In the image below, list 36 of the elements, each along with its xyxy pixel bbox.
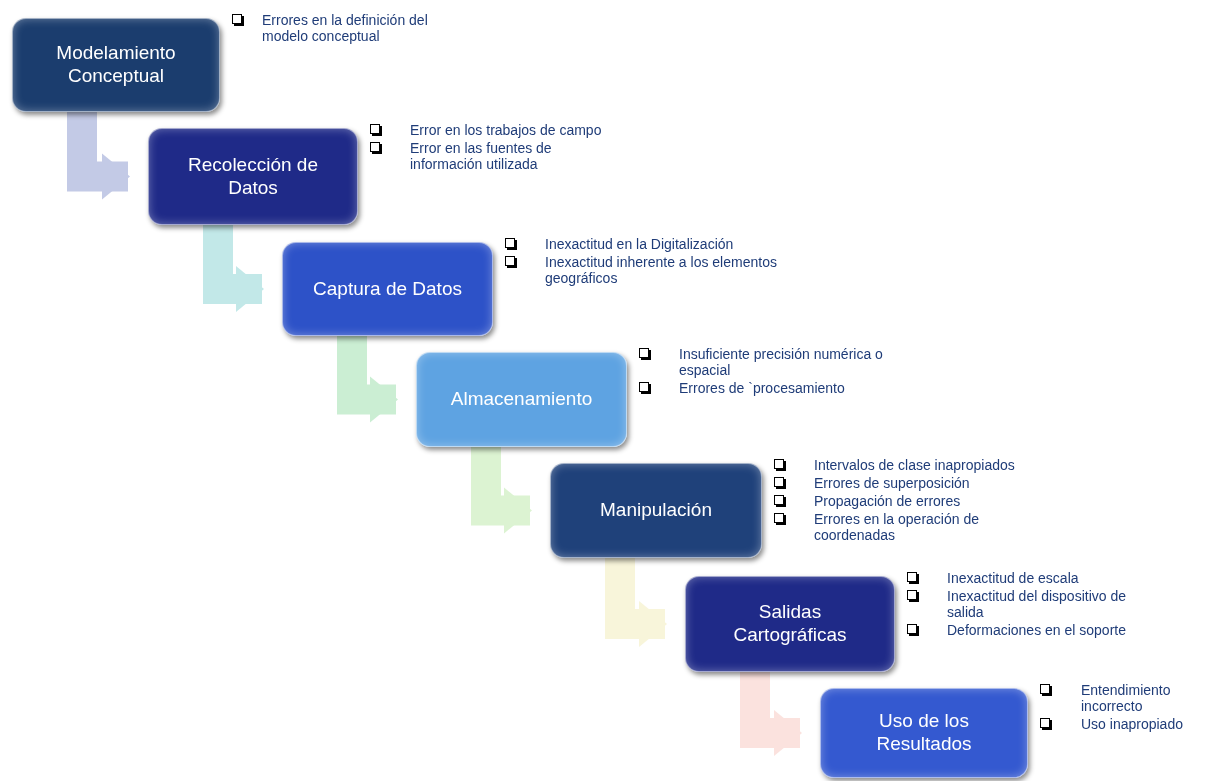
process-box <box>148 128 358 225</box>
elbow-arrow <box>605 558 667 647</box>
error-item: Deformaciones en el soporte <box>947 622 1127 639</box>
step-label: Captura de Datos <box>313 277 462 301</box>
error-item: Uso inapropiado <box>1081 716 1184 733</box>
elbow-arrow <box>67 112 130 200</box>
error-item: Errores de superposición <box>814 475 971 492</box>
error-item: Errores en la definición del modelo conceptual <box>262 12 429 45</box>
process-box <box>685 576 895 672</box>
step-label: Uso de los Resultados <box>875 710 973 756</box>
error-item: Inexactitud de escala <box>947 570 1080 587</box>
elbow-arrow <box>337 336 398 423</box>
error-item: Error en las fuentes de información utilizada <box>410 140 553 173</box>
error-item: Inexactitud inherente a los elementos geográficos <box>545 254 778 287</box>
step-label: Recolección de Datos <box>187 153 319 200</box>
process-box <box>550 463 762 558</box>
step-label: Salidas Cartográficas <box>732 601 848 647</box>
error-item: Errores en la operación de coordenadas <box>814 511 980 544</box>
error-item: Intervalos de clase inapropiados <box>814 457 1016 474</box>
error-item: Errores de `procesamiento <box>679 380 846 397</box>
process-box <box>416 352 627 447</box>
error-item: Propagación de errores <box>814 493 962 510</box>
error-item: Inexactitud en la Digitalización <box>545 236 735 253</box>
step-label: Almacenamiento <box>450 388 593 411</box>
process-box <box>12 18 220 112</box>
error-item: Insuficiente precisión numérica o espacial <box>679 346 884 379</box>
elbow-arrow <box>203 225 264 312</box>
elbow-arrow <box>471 447 532 534</box>
error-item: Entendimiento incorrecto <box>1081 682 1172 715</box>
process-box <box>820 688 1028 778</box>
step-label: Manipulación <box>600 499 712 522</box>
error-item: Error en los trabajos de campo <box>410 122 603 139</box>
error-item: Inexactitud del dispositivo de salida <box>947 588 1127 621</box>
elbow-arrow <box>740 672 802 756</box>
step-label: Modelamiento Conceptual <box>55 42 177 88</box>
process-box <box>282 242 493 336</box>
